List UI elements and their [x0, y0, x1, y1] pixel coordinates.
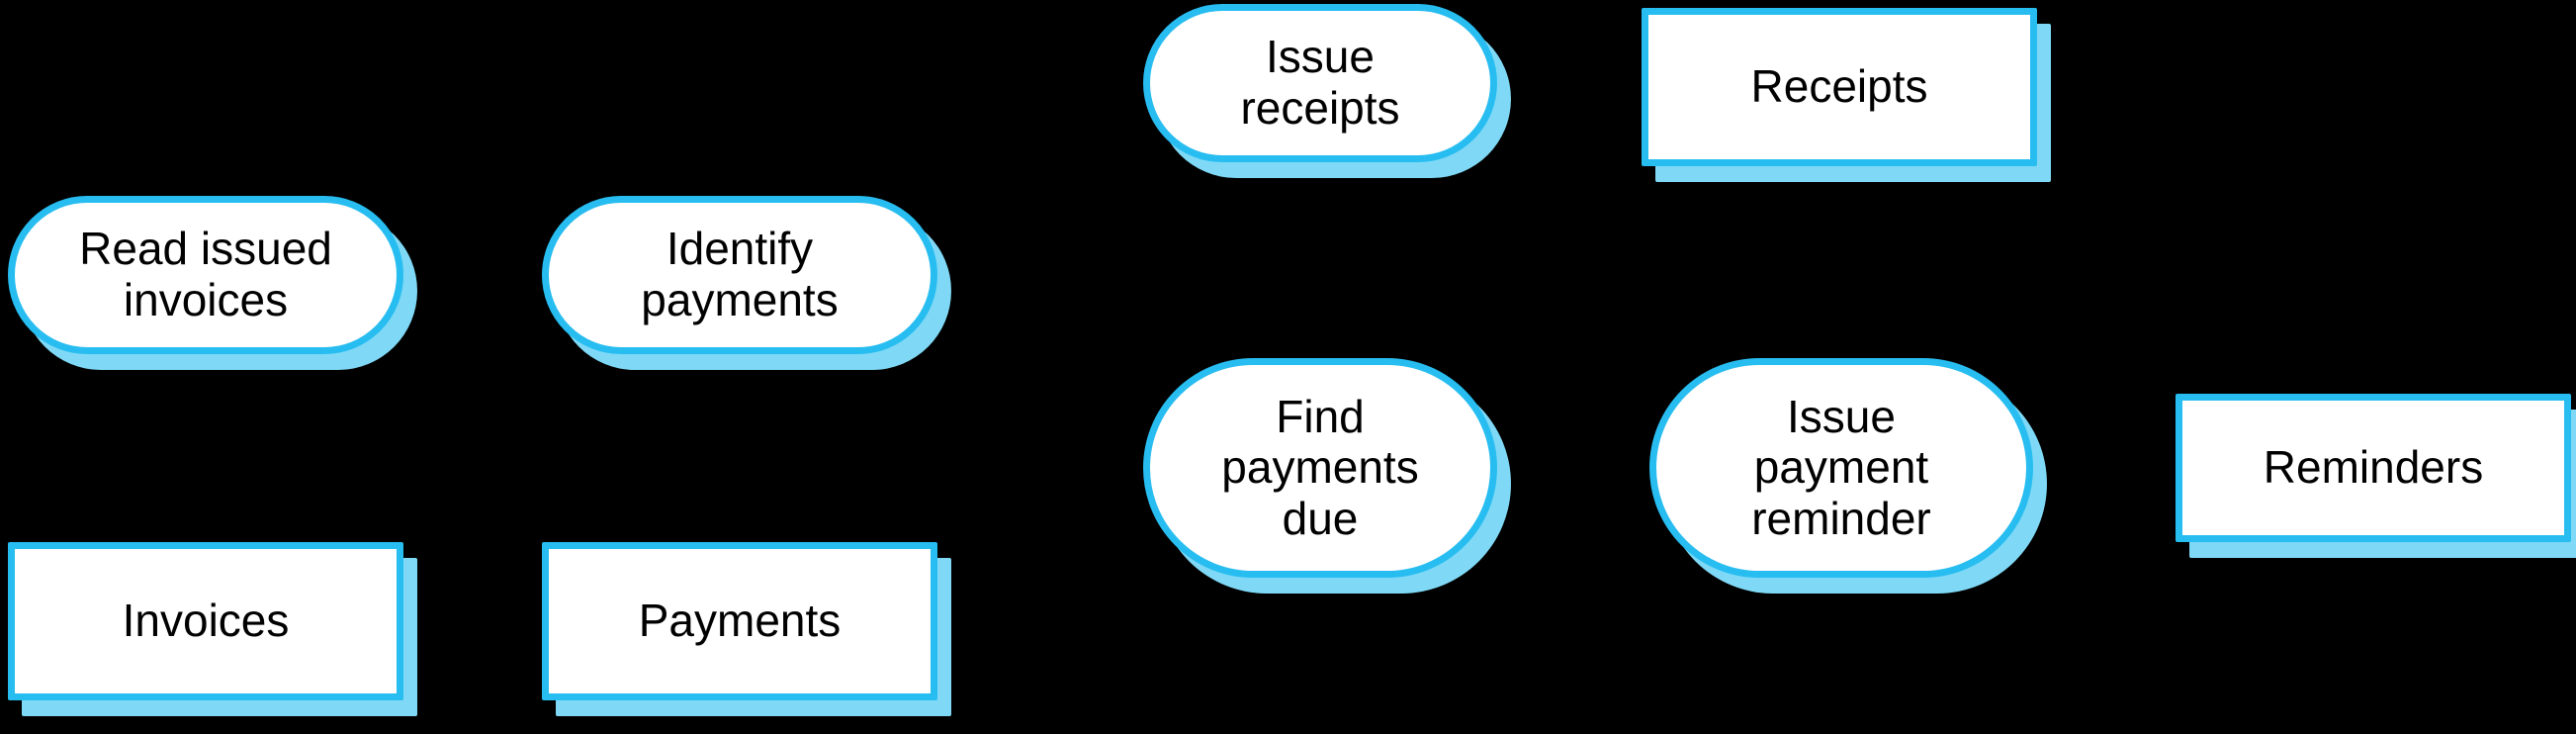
process-read-issued-invoices[interactable]: Read issued invoices [8, 196, 403, 354]
process-issue-payment-reminder[interactable]: Issue payment reminder [1649, 358, 2033, 578]
datastore-receipts-label: Receipts [1750, 60, 1928, 113]
datastore-invoices-label: Invoices [122, 595, 290, 647]
connector-issue-reminder-to-reminders [2033, 465, 2179, 470]
connector-find-due-to-issue-reminder [1497, 465, 1653, 470]
datastore-receipts[interactable]: Receipts [1642, 8, 2037, 166]
process-issue-receipts[interactable]: Issue receipts [1143, 4, 1497, 162]
datastore-reminders-label: Reminders [2263, 441, 2484, 494]
process-read-issued-invoices-label: Read issued invoices [79, 223, 332, 325]
datastore-reminders[interactable]: Reminders [2176, 394, 2571, 542]
connector-read-invoices-to-invoices [204, 354, 209, 542]
connector-identify-payments-to-payments [738, 354, 743, 542]
datastore-invoices[interactable]: Invoices [8, 542, 403, 700]
process-find-payments-due[interactable]: Find payments due [1143, 358, 1497, 578]
datastore-payments[interactable]: Payments [542, 542, 937, 700]
process-issue-payment-reminder-label: Issue payment reminder [1751, 390, 1931, 544]
process-identify-payments-label: Identify payments [641, 223, 839, 325]
process-issue-receipts-label: Issue receipts [1240, 31, 1400, 134]
process-identify-payments[interactable]: Identify payments [542, 196, 937, 354]
connector-issue-receipts-to-receipts [1497, 81, 1645, 86]
datastore-payments-label: Payments [638, 595, 842, 647]
process-find-payments-due-label: Find payments due [1221, 390, 1419, 544]
